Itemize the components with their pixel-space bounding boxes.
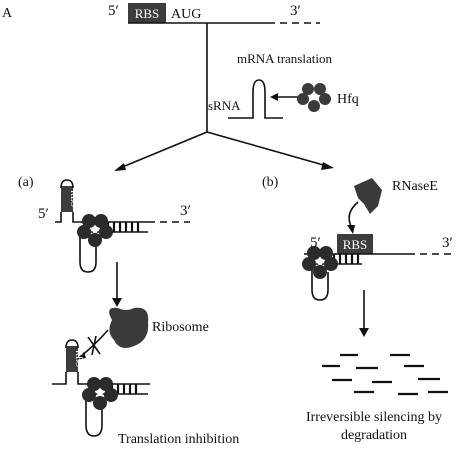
- branch-a-5prime-strand: [55, 212, 62, 223]
- degradation-label-line1: Irreversible silencing by: [306, 410, 442, 425]
- rnase-e-arrow: [348, 201, 359, 229]
- hfq-label: Hfq: [337, 92, 359, 107]
- ribosome-label: Ribosome: [152, 320, 209, 335]
- branch-b-hfq-icon: [302, 246, 338, 279]
- rnase-e-icon: [354, 178, 382, 214]
- branch-b-3prime: 3′: [442, 235, 453, 251]
- rnase-e-arrowhead: [347, 225, 355, 234]
- branch-a-3prime: 3′: [180, 203, 191, 219]
- branch-a-lower-mrna-strand: [77, 372, 150, 385]
- branch-b-label: (b): [262, 175, 279, 190]
- branch-a-srna-hairpin: [79, 232, 97, 273]
- branch-a-hfq-icon: [77, 214, 113, 247]
- branch-a-arrow: [119, 131, 208, 169]
- top-rbs-label: RBS: [135, 6, 160, 21]
- branch-a-rbs-label: RBS: [69, 190, 79, 207]
- branch-a-arrowhead: [114, 163, 126, 171]
- ribosome-icon: [109, 307, 149, 348]
- branch-b-rbs-label: RBS: [343, 237, 368, 252]
- top-5prime: 5′: [108, 3, 119, 19]
- srna-hairpin: [228, 79, 283, 119]
- branch-b-srna-hairpin: [311, 264, 329, 301]
- branch-a-label: (a): [18, 175, 34, 190]
- top-aug-label: AUG: [171, 7, 201, 22]
- panel-label: A: [2, 6, 13, 21]
- branch-a-mrna-strand: [72, 212, 148, 223]
- branch-b-arrowhead: [321, 162, 334, 170]
- branch-a-lower-hfq-icon: [82, 377, 118, 410]
- degradation-fragments: [322, 353, 448, 396]
- mrna-translation-label: mRNA translation: [237, 51, 332, 66]
- top-3prime: 3′: [290, 3, 301, 19]
- translation-inhibition-label: Translation inhibition: [118, 432, 239, 447]
- hfq-icon: [297, 83, 331, 112]
- branch-a-lower-rbs-loop: [65, 339, 79, 349]
- branch-a-lower-rbs-box: [66, 346, 78, 372]
- rnase-e-label: RNaseE: [392, 179, 438, 194]
- branch-a-rbs-loop: [60, 179, 74, 189]
- branch-a-lower-rbs-label: RBS: [74, 350, 84, 367]
- branch-a-rbs-box: [61, 186, 73, 212]
- branch-b-down-arrowhead: [359, 328, 369, 337]
- branch-b-5prime: 5′: [310, 235, 321, 251]
- blocked-arrowhead: [76, 352, 86, 360]
- srna-label: sRNA: [208, 98, 241, 113]
- top-rbs-box: [128, 3, 166, 23]
- hfq-arrowhead: [270, 93, 278, 101]
- branch-b-arrow: [206, 131, 328, 167]
- block-cross-2: [91, 335, 97, 356]
- branch-a-lower-srna-hairpin: [85, 394, 103, 437]
- branch-a-5prime: 5′: [38, 206, 49, 222]
- degradation-label-line2: degradation: [341, 428, 407, 443]
- branch-a-down-arrowhead: [112, 298, 122, 307]
- branch-b-rbs-box: [337, 234, 373, 254]
- branch-a-lower-5prime-strand: [52, 372, 67, 385]
